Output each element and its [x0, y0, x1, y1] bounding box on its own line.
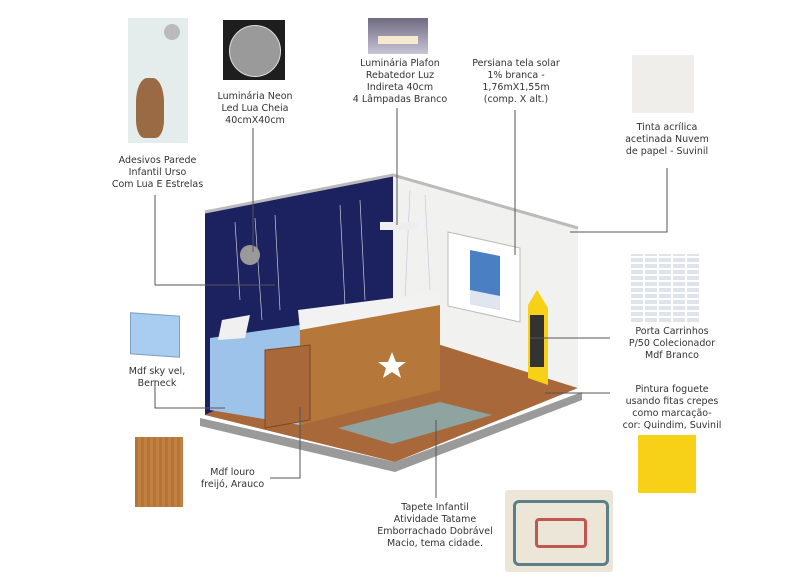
- ceiling-lamp-thumbnail: [368, 18, 428, 54]
- label-persiana: Persiana tela solar 1% branca - 1,76mX1,…: [472, 58, 560, 105]
- neon-moon-thumbnail: [223, 20, 285, 80]
- leader-lines: [154, 108, 668, 498]
- loft-bed: [210, 292, 440, 429]
- label-plafon: Luminária Plafon Rebatedor Luz Indireta …: [352, 58, 448, 105]
- bear-icon: [136, 78, 164, 138]
- shelf-rows: [629, 254, 701, 322]
- moon-lamp-icon: [229, 25, 281, 77]
- label-tapete: Tapete Infantil Atividade Tatame Emborra…: [377, 502, 493, 549]
- moon-lamp: [240, 245, 260, 265]
- mdf-louro-swatch: [135, 437, 183, 507]
- ceiling-lamp: [380, 222, 418, 230]
- label-porta-carrinhos: Porta Carrinhos P/50 Colecionador Mdf Br…: [628, 326, 716, 361]
- loft-bed-drawers: [264, 344, 311, 429]
- rocket-painting: [528, 290, 548, 385]
- city-rug: [338, 402, 492, 444]
- string-lights: [234, 189, 431, 321]
- moon-icon: [164, 24, 180, 40]
- pillow: [218, 315, 250, 340]
- loft-bed-wardrobe: [300, 305, 440, 425]
- window-view-snow: [470, 290, 500, 310]
- loft-bed-mattress: [298, 292, 440, 330]
- label-neon: Luminária Neon Led Lua Cheia 40cmX40cm: [217, 91, 293, 126]
- star-icon: [378, 352, 406, 378]
- leader-line-mdf-louro: [270, 407, 301, 479]
- ceiling-lamp-icon: [378, 36, 418, 44]
- rug-road-inner: [535, 518, 587, 548]
- label-mdf-louro: Mdf louro freijó, Arauco: [200, 467, 265, 490]
- rocket-shelf: [530, 315, 544, 367]
- leader-line-adesivos: [154, 195, 275, 286]
- label-adesivos: Adesivos Parede Infantil Urso Com Lua E …: [111, 155, 204, 190]
- leader-line-tinta: [570, 168, 668, 233]
- window: [447, 231, 521, 323]
- toy-car-shelf-thumbnail: [629, 254, 701, 322]
- rug-road-outer: [513, 500, 609, 566]
- paint-swatch-nuvem: [632, 55, 694, 113]
- bear-sticker-thumbnail: [128, 18, 188, 143]
- label-tinta: Tinta acrílica acetinada Nuvem de papel …: [625, 122, 709, 157]
- leader-line-mdf-sky: [154, 380, 225, 409]
- label-mdf-sky: Mdf sky vel, Berneck: [128, 366, 186, 389]
- city-rug-thumbnail: [505, 490, 613, 572]
- wall-top-edge: [204, 173, 579, 230]
- label-foguete: Pintura foguete usando fitas crepes como…: [622, 384, 722, 431]
- quindim-yellow-swatch: [638, 435, 696, 493]
